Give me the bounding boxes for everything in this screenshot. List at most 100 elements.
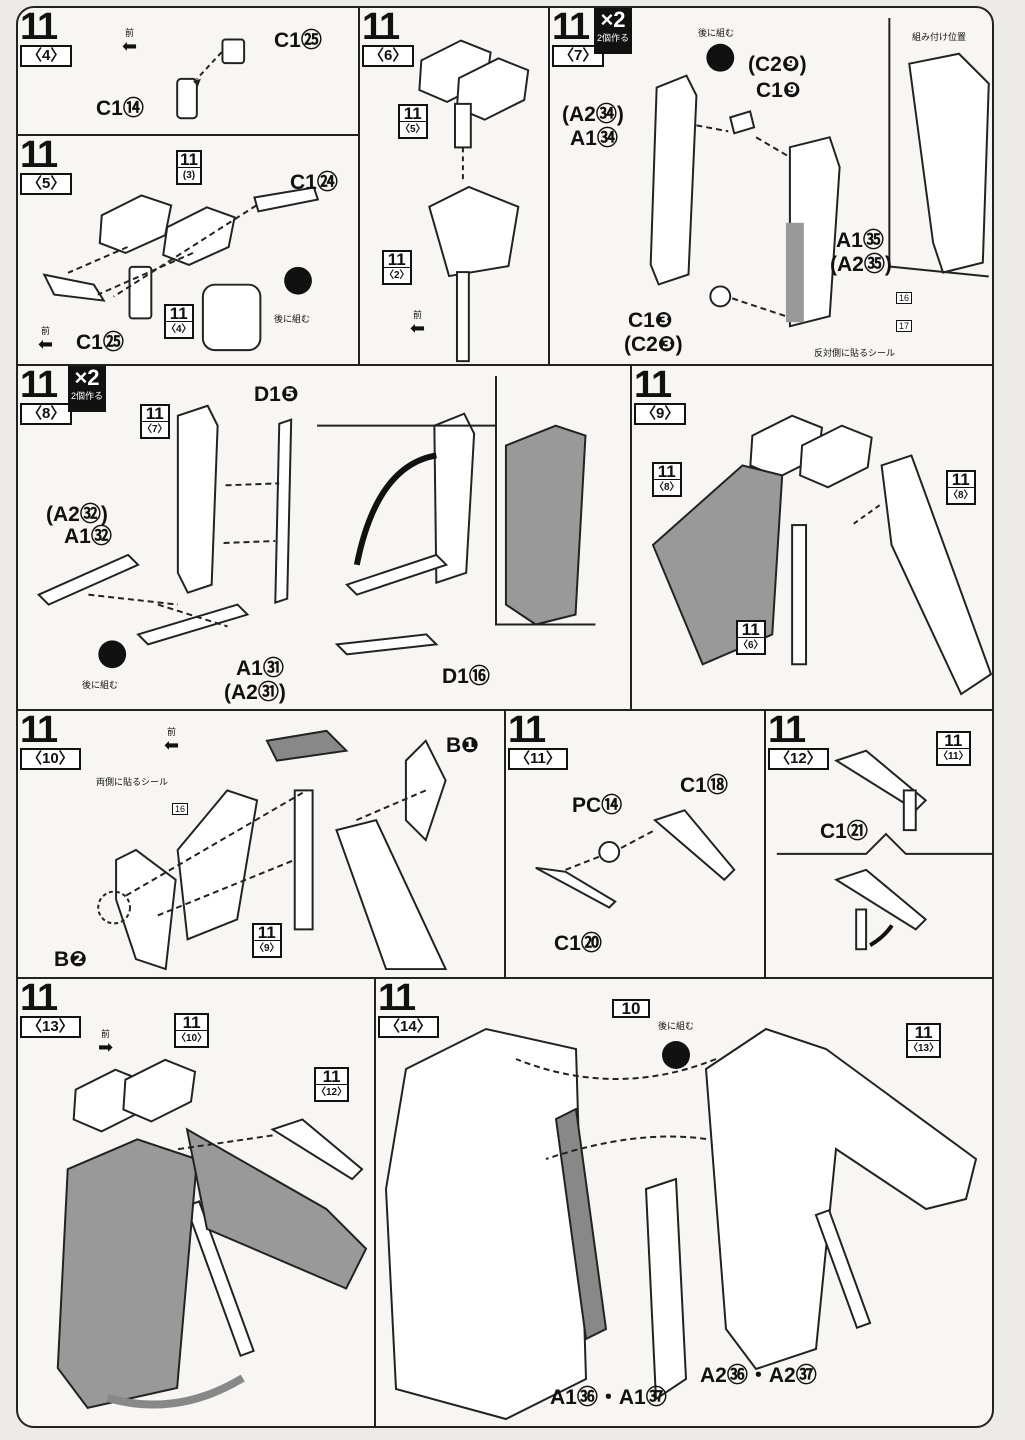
arrow-left-icon: ⬅ bbox=[122, 36, 138, 56]
substep-label: 〈7〉 bbox=[552, 45, 605, 67]
panel-step-11-13: 11 〈13〉 前➡ 11〈10〉 11〈12〉 bbox=[18, 979, 376, 1426]
panel-step-11-11: 11 〈11〉 PC⑭ C1⑱ C1⑳ bbox=[506, 711, 766, 979]
part-label: C1❾ bbox=[756, 79, 801, 102]
part-label: (A2㉟) bbox=[830, 253, 892, 276]
glue-later-note: 後に組む bbox=[274, 314, 311, 324]
sticker-note: 反対側に貼るシール bbox=[814, 348, 896, 358]
step-header: 11 〈6〉 bbox=[362, 8, 415, 67]
part-label: D1❺ bbox=[254, 383, 299, 406]
arrow-left-icon: ⬅ bbox=[410, 318, 426, 338]
reference-tag: 11〈2〉 bbox=[382, 250, 412, 285]
reference-tag: 11〈7〉 bbox=[140, 404, 170, 439]
reference-tag: 10 bbox=[612, 999, 650, 1018]
reference-tag: 11〈10〉 bbox=[174, 1013, 210, 1048]
step-number: 11 bbox=[508, 711, 546, 751]
step-number: 11 bbox=[20, 136, 58, 176]
part-label: C1⑱ bbox=[680, 774, 728, 797]
panel-step-11-14: 11 〈14〉 10 後に組む 11〈13〉 A1㊱・A1㊲ A2㊱・A2㊲ bbox=[376, 979, 992, 1426]
step-header: 11 〈4〉 bbox=[20, 8, 73, 67]
sticker-note: 両側に貼るシール bbox=[96, 777, 169, 787]
step-number: 11 bbox=[768, 711, 806, 751]
panel-4-illustration bbox=[176, 38, 246, 120]
part-label: B❷ bbox=[54, 948, 87, 971]
part-label: C1㉔ bbox=[290, 171, 338, 194]
part-label: A1㉞ bbox=[570, 127, 618, 150]
substep-label: 〈11〉 bbox=[508, 748, 568, 770]
panel-step-11-4: 11 〈4〉 前⬅ C1㉕ C1⑭ bbox=[18, 8, 360, 136]
reference-tag: 11〈11〉 bbox=[936, 731, 971, 766]
panel-5-illustration bbox=[42, 186, 320, 352]
step-header: 11 〈13〉 bbox=[20, 979, 81, 1038]
panel-13-illustration bbox=[56, 1058, 368, 1409]
reference-tag: 11〈8〉 bbox=[946, 470, 976, 505]
part-label: A1㉛ bbox=[236, 657, 284, 680]
part-label: C1㉕ bbox=[274, 29, 322, 52]
front-indicator: 前⬅ bbox=[122, 28, 138, 56]
arrow-left-icon: ⬅ bbox=[38, 334, 54, 354]
step-header: 11 〈8〉 bbox=[20, 366, 73, 425]
front-indicator: 前⬅ bbox=[38, 326, 54, 354]
part-label: A1㉟ bbox=[836, 229, 884, 252]
panel-step-11-6: 11 〈6〉 11〈5〉 11〈2〉 前⬅ bbox=[360, 8, 550, 366]
step-number: 11 bbox=[20, 711, 58, 751]
part-label: A2㊱・A2㊲ bbox=[700, 1364, 817, 1387]
step-header: 11 〈14〉 bbox=[378, 979, 439, 1038]
step-header: 11 〈10〉 bbox=[20, 711, 81, 770]
part-label: C1㉕ bbox=[76, 331, 124, 354]
instruction-sheet: 11 〈4〉 前⬅ C1㉕ C1⑭ 11 〈5〉 11(3) bbox=[16, 6, 994, 1428]
step-header: 11 〈11〉 bbox=[508, 711, 568, 770]
part-label: C1㉑ bbox=[820, 820, 868, 843]
step-header: 11 〈9〉 bbox=[634, 366, 687, 425]
part-label: A1㉜ bbox=[64, 525, 112, 548]
panel-9-illustration bbox=[651, 414, 992, 696]
part-label: PC⑭ bbox=[572, 794, 623, 817]
reference-tag: 11〈5〉 bbox=[398, 104, 428, 139]
panel-step-11-12: 11 〈12〉 11〈11〉 C1㉑ bbox=[766, 711, 992, 979]
panel-14-illustration bbox=[384, 1027, 978, 1421]
step-number: 11 bbox=[20, 366, 58, 406]
step-number: 11 bbox=[634, 366, 672, 406]
panel-step-11-9: 11 〈9〉 11〈8〉 11〈8〉 11〈6〉 bbox=[632, 366, 992, 711]
sticker-number: 16 bbox=[172, 803, 189, 815]
substep-label: 〈5〉 bbox=[20, 173, 73, 195]
step-number: 11 bbox=[20, 979, 58, 1019]
reference-tag: 11〈8〉 bbox=[652, 462, 682, 497]
panel-step-11-5: 11 〈5〉 11(3) 11〈4〉 C1㉔ C1㉕ 前⬅ 後に組む bbox=[18, 136, 360, 366]
glue-later-note: 後に組む bbox=[698, 28, 735, 38]
substep-label: 〈4〉 bbox=[20, 45, 73, 67]
step-number: 11 bbox=[552, 8, 590, 48]
sticker-number: 16 bbox=[896, 292, 913, 304]
reference-tag: 11〈9〉 bbox=[252, 923, 282, 958]
part-label: (A2㉜) bbox=[46, 503, 108, 526]
part-label: C1❸ bbox=[628, 309, 673, 332]
panel-8-illustration bbox=[36, 375, 596, 669]
part-label: (A2㉞) bbox=[562, 103, 624, 126]
arrow-left-icon: ⬅ bbox=[164, 735, 180, 755]
front-indicator: 前➡ bbox=[98, 1029, 114, 1057]
reference-tag: 11〈12〉 bbox=[314, 1067, 350, 1102]
reference-tag: 11〈6〉 bbox=[736, 620, 766, 655]
sticker-number: 17 bbox=[896, 320, 913, 332]
panel-step-11-10: 11 〈10〉 前⬅ 両側に貼るシール 16 B❶ B❷ 11〈9〉 bbox=[18, 711, 506, 979]
mount-position-note: 組み付け位置 bbox=[912, 32, 967, 42]
substep-label: 〈6〉 bbox=[362, 45, 415, 67]
front-indicator: 前⬅ bbox=[164, 727, 180, 755]
reference-tag: 11〈4〉 bbox=[164, 304, 194, 339]
step-number: 11 bbox=[378, 979, 416, 1019]
panel-6-illustration bbox=[418, 39, 530, 363]
panel-10-illustration bbox=[97, 729, 448, 971]
front-indicator: 前⬅ bbox=[410, 310, 426, 338]
step-header: 11 〈5〉 bbox=[20, 136, 73, 195]
part-label: C1⑳ bbox=[554, 932, 602, 955]
step-header: 11 〈12〉 bbox=[768, 711, 829, 770]
part-label: (C2❸) bbox=[624, 333, 683, 356]
substep-label: 〈14〉 bbox=[378, 1016, 439, 1038]
step-number: 11 bbox=[362, 8, 400, 48]
reference-tag: 11〈13〉 bbox=[906, 1023, 942, 1058]
glue-later-note: 後に組む bbox=[82, 680, 119, 690]
part-label: A1㊱・A1㊲ bbox=[550, 1386, 667, 1409]
arrow-right-icon: ➡ bbox=[98, 1037, 114, 1057]
